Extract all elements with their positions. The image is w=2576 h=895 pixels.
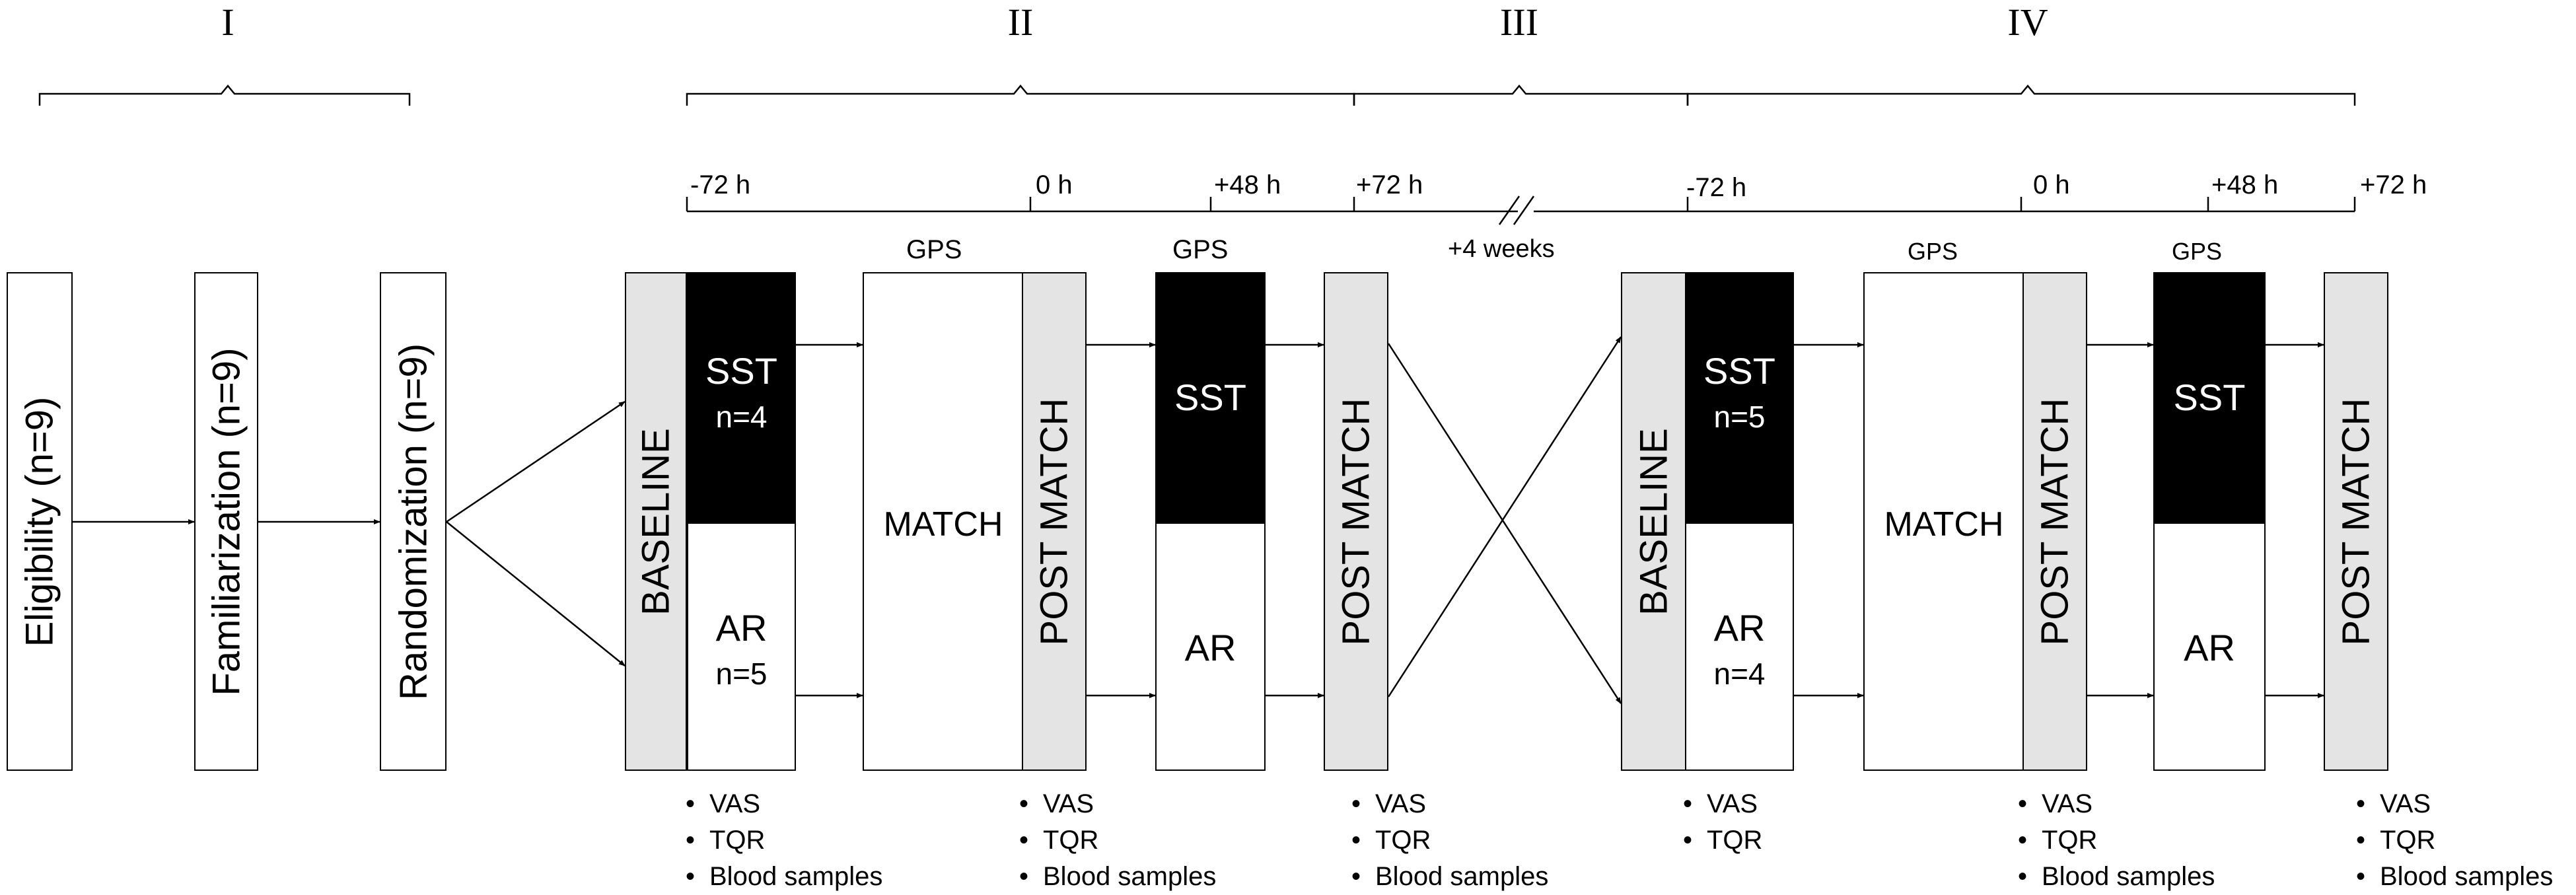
eligibility-box: Eligibility (n=9) [7,272,73,771]
measure-item: Blood samples [1351,859,1548,895]
bracket-phase-2 [686,85,1355,106]
measure-item: VAS [2356,786,2553,822]
bracket-phase-3 [1353,85,1689,106]
measure-item: VAS [1351,786,1548,822]
sst-group-box-1: SST n=4 [687,272,796,524]
sst-n-label: n=5 [1713,400,1766,434]
measures-baseline-1: VAS TQR Blood samples [686,786,882,895]
measures-post-match-2b: VAS TQR Blood samples [2356,786,2553,895]
measure-item: Blood samples [2018,859,2215,895]
phase-label-2: II [1007,1,1034,44]
post-match-label: POST MATCH [2334,398,2378,645]
measure-item: Blood samples [2356,859,2553,895]
ar-n-label: n=5 [715,657,768,691]
measure-item: VAS [1683,786,1762,822]
randomization-box: Randomization (n=9) [380,272,447,771]
time-label: +72 h [2360,170,2427,199]
match-box-1: MATCH [863,272,1024,771]
time-label: +72 h [1356,170,1423,199]
measure-item: TQR [686,822,882,859]
match-box-2: MATCH [1863,272,2024,771]
time-label: +48 h [1214,170,1281,199]
measure-item: Blood samples [686,859,882,895]
ar-box-2: AR [2153,522,2266,771]
baseline-label: BASELINE [634,427,678,616]
ar-group-box-2: AR n=4 [1685,522,1794,771]
ar-label: AR [715,607,768,649]
sst-label: SST [1703,350,1775,392]
time-label: +48 h [2211,170,2279,199]
ar-n-label: n=4 [1713,657,1766,691]
sst-box-1: SST [1155,272,1266,524]
post-match-box-2b: POST MATCH [2324,272,2388,771]
timeline-break [1498,196,1535,225]
post-match-box-2a: POST MATCH [2022,272,2087,771]
ar-label: AR [1713,607,1766,649]
time-label: 0 h [2033,170,2070,199]
match-label: MATCH [1884,505,2004,544]
familiarization-box: Familiarization (n=9) [194,272,258,771]
post-match-box-1b: POST MATCH [1324,272,1388,771]
sst-group-box-2: SST n=5 [1685,272,1794,524]
gps-label: GPS [1172,235,1229,264]
bracket-phase-4 [1686,85,2356,106]
match-label: MATCH [883,505,1003,544]
phase-label-1: I [221,1,234,44]
measures-post-match-1a: VAS TQR Blood samples [1019,786,1216,895]
bracket-phase-1 [38,85,411,106]
sst-n-label: n=4 [715,400,768,434]
phase-label-3: III [1500,1,1538,44]
ar-label: AR [2184,627,2235,668]
post-match-label: POST MATCH [2033,398,2077,645]
measure-item: Blood samples [1019,859,1216,895]
measure-item: TQR [1351,822,1548,859]
gps-label: GPS [2172,238,2223,265]
measures-post-match-2a: VAS TQR Blood samples [2018,786,2215,895]
measures-baseline-2: VAS TQR [1683,786,1762,859]
time-label: -72 h [690,170,751,199]
randomization-label: Randomization (n=9) [392,343,435,700]
gps-label: GPS [906,235,962,264]
post-match-box-1a: POST MATCH [1022,272,1087,771]
post-match-label: POST MATCH [1032,398,1076,645]
measure-item: TQR [1019,822,1216,859]
ar-group-box-1: AR n=5 [687,522,796,771]
phase-label-4: IV [2007,1,2048,44]
gps-label: GPS [1908,238,1958,265]
sst-box-2: SST [2153,272,2266,524]
baseline-box-1: BASELINE [625,272,687,771]
baseline-label: BASELINE [1632,427,1676,616]
ar-box-1: AR [1155,522,1266,771]
eligibility-label: Eligibility (n=9) [18,396,61,647]
measure-item: TQR [1683,822,1762,859]
measure-item: VAS [2018,786,2215,822]
measures-post-match-1b: VAS TQR Blood samples [1351,786,1548,895]
time-label: -72 h [1686,173,1747,202]
measure-item: VAS [686,786,882,822]
familiarization-label: Familiarization (n=9) [205,347,248,696]
measure-item: TQR [2356,822,2553,859]
measure-item: VAS [1019,786,1216,822]
sst-label: SST [1174,376,1246,418]
time-label: 0 h [1036,170,1073,199]
post-match-label: POST MATCH [1334,398,1378,645]
ar-label: AR [1184,627,1236,668]
measure-item: TQR [2018,822,2215,859]
sst-label: SST [705,350,777,392]
washout-label: +4 weeks [1448,235,1555,263]
baseline-box-2: BASELINE [1621,272,1687,771]
sst-label: SST [2173,376,2246,418]
